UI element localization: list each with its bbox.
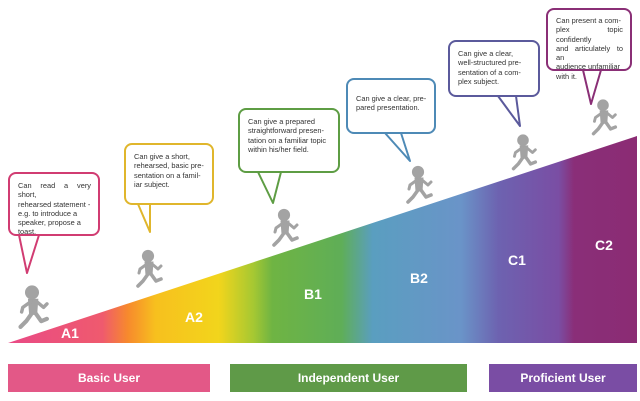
runner-figure-c1 [511,133,538,171]
bubble-a1-line-1: Can read a very short, [18,181,91,200]
bubble-c1: Can give a clear, well-structured pre- s… [448,40,540,97]
band-proficient-user: Proficient User [489,364,637,392]
runner-figure-c2 [591,98,618,136]
bubble-a2-line-4: iar subject. [134,179,170,189]
bubble-c1-line-4: plex subject. [458,76,500,86]
level-label-b1: B1 [304,286,322,302]
proficiency-ramp [8,136,637,343]
level-label-c1: C1 [508,252,526,268]
level-label-c2: C2 [595,237,613,253]
bubble-a2-line-2: rehearsed, basic pre- [134,161,204,171]
level-label-a1: A1 [61,325,79,341]
bubble-b1-line-1: Can give a prepared [248,117,315,126]
band-basic-user: Basic User [8,364,210,392]
bubble-c2-line-5: with it. [556,71,577,81]
bubble-a1-line-5: toast. [18,227,37,237]
bubble-c2-line-1: Can present a com- [556,16,621,25]
band-independent-user-label: Independent User [297,371,400,385]
bubble-a2-line-1: Can give a short, [134,152,190,161]
runner-figure-b1 [272,207,299,247]
runner-figure-b2 [406,164,433,204]
band-proficient-user-label: Proficient User [520,371,606,385]
level-label-b2: B2 [410,270,428,286]
bubble-b1-line-2: straightforward presen- [248,126,324,136]
bubble-b2: Can give a clear, pre- pared presentatio… [346,78,436,134]
bubble-b1: Can give a prepared straightforward pres… [238,108,340,173]
bubble-c2-line-3: and articulately to an [556,43,623,63]
bubble-a2: Can give a short, rehearsed, basic pre- … [124,143,214,205]
bubble-b1-line-4: within his/her field. [248,144,309,154]
bubble-a1-line-4: speaker, propose a [18,218,81,228]
bubble-b1-line-3: tation on a familiar topic [248,135,327,145]
band-independent-user: Independent User [230,364,467,392]
bubble-b2-line-1: Can give a clear, pre- [356,94,427,103]
level-label-a2: A2 [185,309,203,325]
bubble-a2-line-3: sentation on a famil- [134,170,201,180]
bubble-c2: Can present a com- plex topic confidentl… [546,8,632,81]
bubble-c2-line-2: plex topic confidently [556,25,623,44]
bubble-c1-line-1: Can give a clear, [458,49,514,58]
bubble-c2-line-4: audience unfamiliar [556,62,621,72]
bubble-a1-line-3: e.g. to introduce a [18,208,78,218]
bubble-a1: Can read a very short, rehearsed stateme… [8,172,100,236]
runner-figure-a2 [136,248,163,288]
runner-figure-a1 [21,286,47,327]
bubble-c1-line-3: sentation of a com- [458,67,521,77]
band-basic-user-label: Basic User [77,371,141,385]
bubble-c1-line-2: well-structured pre- [458,58,522,68]
bubble-tails [18,69,602,274]
bubble-a1-line-2: rehearsed statement - [18,199,91,209]
bubble-b2-line-2: pared presentation. [356,103,420,113]
